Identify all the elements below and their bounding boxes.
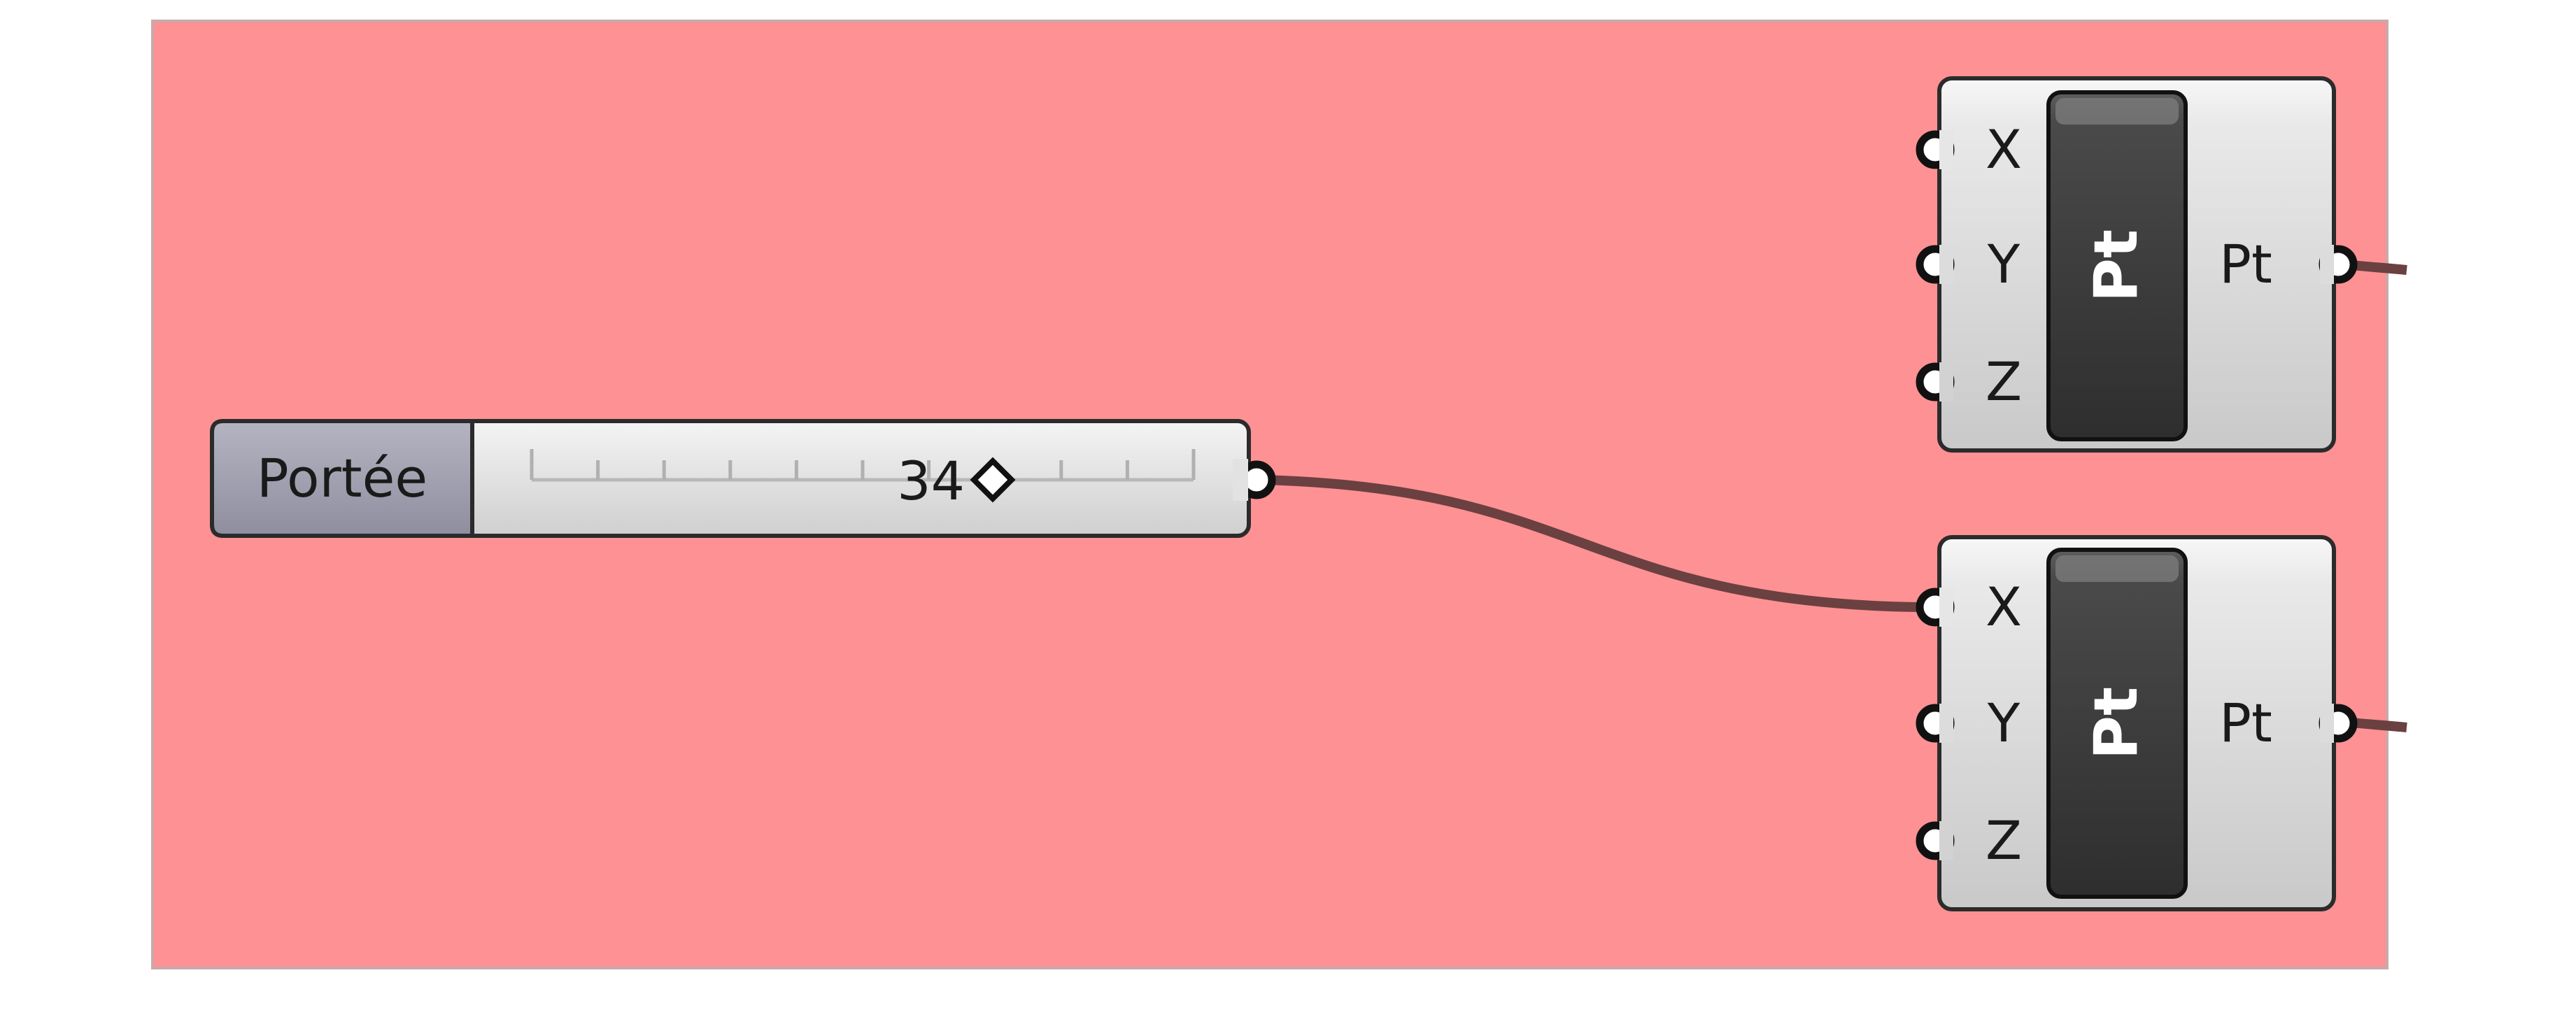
slider-name-label: Portée	[257, 447, 427, 509]
output-pt-label: Pt	[2219, 233, 2272, 295]
port-circle-icon[interactable]	[1233, 459, 1276, 501]
input-x-label: X	[1986, 118, 2022, 180]
diamond-grip-icon[interactable]	[970, 457, 1016, 503]
input-x-label: X	[1986, 576, 2022, 638]
construct-point-component-2[interactable]: X Y Z Pt Pt	[1916, 535, 2358, 911]
input-z-label: Z	[1986, 350, 2022, 413]
port-circle-icon[interactable]	[1916, 362, 1955, 401]
port-circle-icon[interactable]	[1916, 821, 1955, 860]
component-nickname: Pt	[2081, 687, 2151, 760]
number-slider[interactable]: Portée 34	[210, 419, 1276, 538]
port-circle-icon[interactable]	[1916, 130, 1955, 169]
input-y-label: Y	[1987, 692, 2021, 754]
port-circle-icon[interactable]	[1916, 245, 1955, 284]
construct-point-component-1[interactable]: X Y Z Pt Pt	[1916, 76, 2358, 453]
slider-name-tab	[210, 419, 474, 538]
port-circle-icon[interactable]	[2319, 704, 2358, 743]
component-nickname: Pt	[2081, 229, 2151, 302]
component-nickname-capsule	[2046, 548, 2188, 899]
port-circle-icon[interactable]	[2319, 245, 2358, 284]
component-nickname-capsule	[2046, 90, 2188, 441]
slider-value: 34	[897, 450, 965, 512]
port-circle-icon[interactable]	[1916, 588, 1955, 627]
wire-slider-to-pt2-x[interactable]	[1254, 475, 1923, 612]
input-y-label: Y	[1987, 233, 2021, 295]
input-z-label: Z	[1986, 809, 2022, 872]
output-pt-label: Pt	[2219, 692, 2272, 754]
port-circle-icon[interactable]	[1916, 704, 1955, 743]
